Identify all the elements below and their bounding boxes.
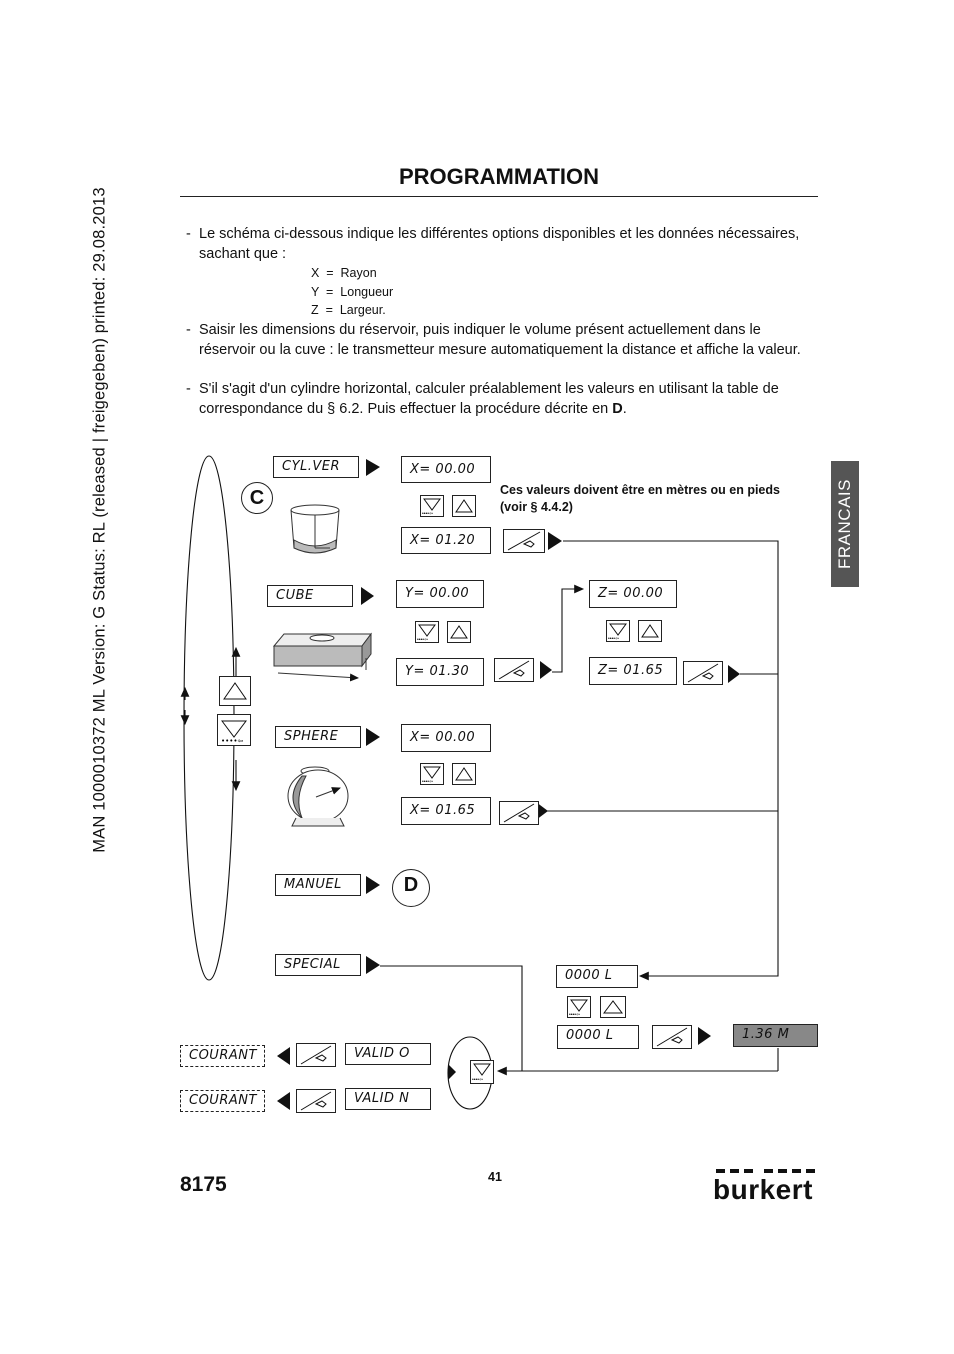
- intro-text-2: Saisir les dimensions du réservoir, puis…: [199, 322, 801, 358]
- display-sphere-x-set: X= 01.65: [401, 797, 491, 825]
- model-number: 8175: [180, 1173, 227, 1196]
- menu-cube[interactable]: CUBE: [267, 585, 353, 607]
- menu-cyl-ver[interactable]: CYL.VER: [273, 456, 359, 478]
- display-valid-o: VALID O: [345, 1043, 431, 1065]
- display-courant-1: COURANT: [180, 1045, 265, 1067]
- enter-key-icon[interactable]: [499, 801, 539, 825]
- svg-text:••••⇦: ••••⇦: [422, 779, 433, 784]
- sphere-illustration: [287, 766, 349, 827]
- up-key-icon[interactable]: [452, 763, 476, 785]
- up-key-icon[interactable]: [600, 996, 626, 1018]
- svg-text:••••⇦: ••••⇦: [569, 1012, 580, 1017]
- display-cyl-x-initial: X= 00.00: [401, 456, 491, 483]
- svg-text:••••⇦: ••••⇦: [417, 637, 428, 642]
- down-key-icon[interactable]: ••••⇦: [415, 621, 439, 643]
- definition-x: X = Rayon: [311, 266, 377, 280]
- intro-text-3-end: .: [622, 400, 627, 417]
- display-valid-n: VALID N: [345, 1088, 431, 1110]
- svg-text:••••⇦: ••••⇦: [472, 1077, 483, 1083]
- enter-key-icon[interactable]: [296, 1089, 336, 1113]
- procedure-ref: D: [612, 400, 623, 417]
- menu-manuel[interactable]: MANUEL: [275, 874, 361, 896]
- enter-key-icon[interactable]: [683, 661, 723, 685]
- brand-logo: burkert: [713, 1169, 822, 1205]
- page-number: 41: [488, 1170, 502, 1184]
- title-rule: [180, 196, 818, 197]
- down-key-icon[interactable]: ••••⇦: [420, 495, 444, 517]
- down-key-icon[interactable]: ••••⇦: [606, 620, 630, 642]
- brand-name: burkert: [713, 1174, 813, 1205]
- cube-illustration: [272, 632, 372, 682]
- page-title: PROGRAMMATION: [398, 164, 600, 189]
- down-key-icon[interactable]: ••••⇦: [217, 714, 251, 746]
- display-cube-y-set: Y= 01.30: [396, 658, 484, 686]
- up-key-icon[interactable]: [219, 676, 251, 706]
- display-volume-initial: 0000 L: [556, 965, 638, 988]
- up-key-icon[interactable]: [447, 621, 471, 643]
- svg-text:••••⇦: ••••⇦: [608, 636, 619, 641]
- enter-key-icon[interactable]: [296, 1043, 336, 1067]
- enter-key-icon[interactable]: [652, 1025, 692, 1049]
- down-key-icon[interactable]: ••••⇦: [420, 763, 444, 785]
- intro-paragraph-3: -S'il s'agit d'un cylindre horizontal, c…: [186, 380, 816, 419]
- intro-paragraph-1: -Le schéma ci-dessous indique les différ…: [186, 225, 816, 264]
- down-key-icon[interactable]: ••••⇦: [567, 996, 591, 1018]
- display-volume-set: 0000 L: [557, 1025, 639, 1049]
- definition-y: Y = Longueur: [311, 284, 394, 299]
- display-cube-z-set: Z= 01.65: [589, 657, 677, 685]
- svg-text:••••⇦: ••••⇦: [221, 737, 244, 745]
- display-result-distance: 1.36 M: [733, 1024, 818, 1047]
- step-marker-d: D: [392, 869, 430, 907]
- up-key-icon[interactable]: [638, 620, 662, 642]
- menu-special[interactable]: SPECIAL: [275, 954, 361, 976]
- display-cube-z-initial: Z= 00.00: [589, 580, 677, 608]
- language-tab: FRANCAIS: [831, 461, 859, 587]
- display-courant-2: COURANT: [180, 1090, 265, 1112]
- enter-key-icon[interactable]: [494, 658, 534, 682]
- svg-text:••••⇦: ••••⇦: [422, 511, 433, 516]
- display-cube-y-initial: Y= 00.00: [396, 580, 484, 608]
- units-note: Ces valeurs doivent être en mètres ou en…: [500, 483, 780, 514]
- cylinder-illustration: [290, 504, 340, 554]
- intro-text-1: Le schéma ci-dessous indique les différe…: [199, 226, 800, 262]
- menu-sphere[interactable]: SPHERE: [275, 726, 361, 748]
- step-marker-c: C: [241, 482, 273, 514]
- up-key-icon[interactable]: [452, 495, 476, 517]
- display-cyl-x-set: X= 01.20: [401, 527, 491, 554]
- definition-z: Z = Largeur.: [311, 303, 386, 317]
- intro-text-3: S'il s'agit d'un cylindre horizontal, ca…: [199, 380, 816, 419]
- down-key-icon[interactable]: ••••⇦: [470, 1060, 494, 1084]
- enter-key-icon[interactable]: [503, 529, 545, 553]
- intro-paragraph-2: -Saisir les dimensions du réservoir, pui…: [186, 321, 816, 360]
- intro-text-3-main: S'il s'agit d'un cylindre horizontal, ca…: [199, 381, 779, 417]
- display-sphere-x-initial: X= 00.00: [401, 724, 491, 752]
- definitions-list: X = Rayon Y = Longueur Z = Largeur.: [311, 264, 393, 320]
